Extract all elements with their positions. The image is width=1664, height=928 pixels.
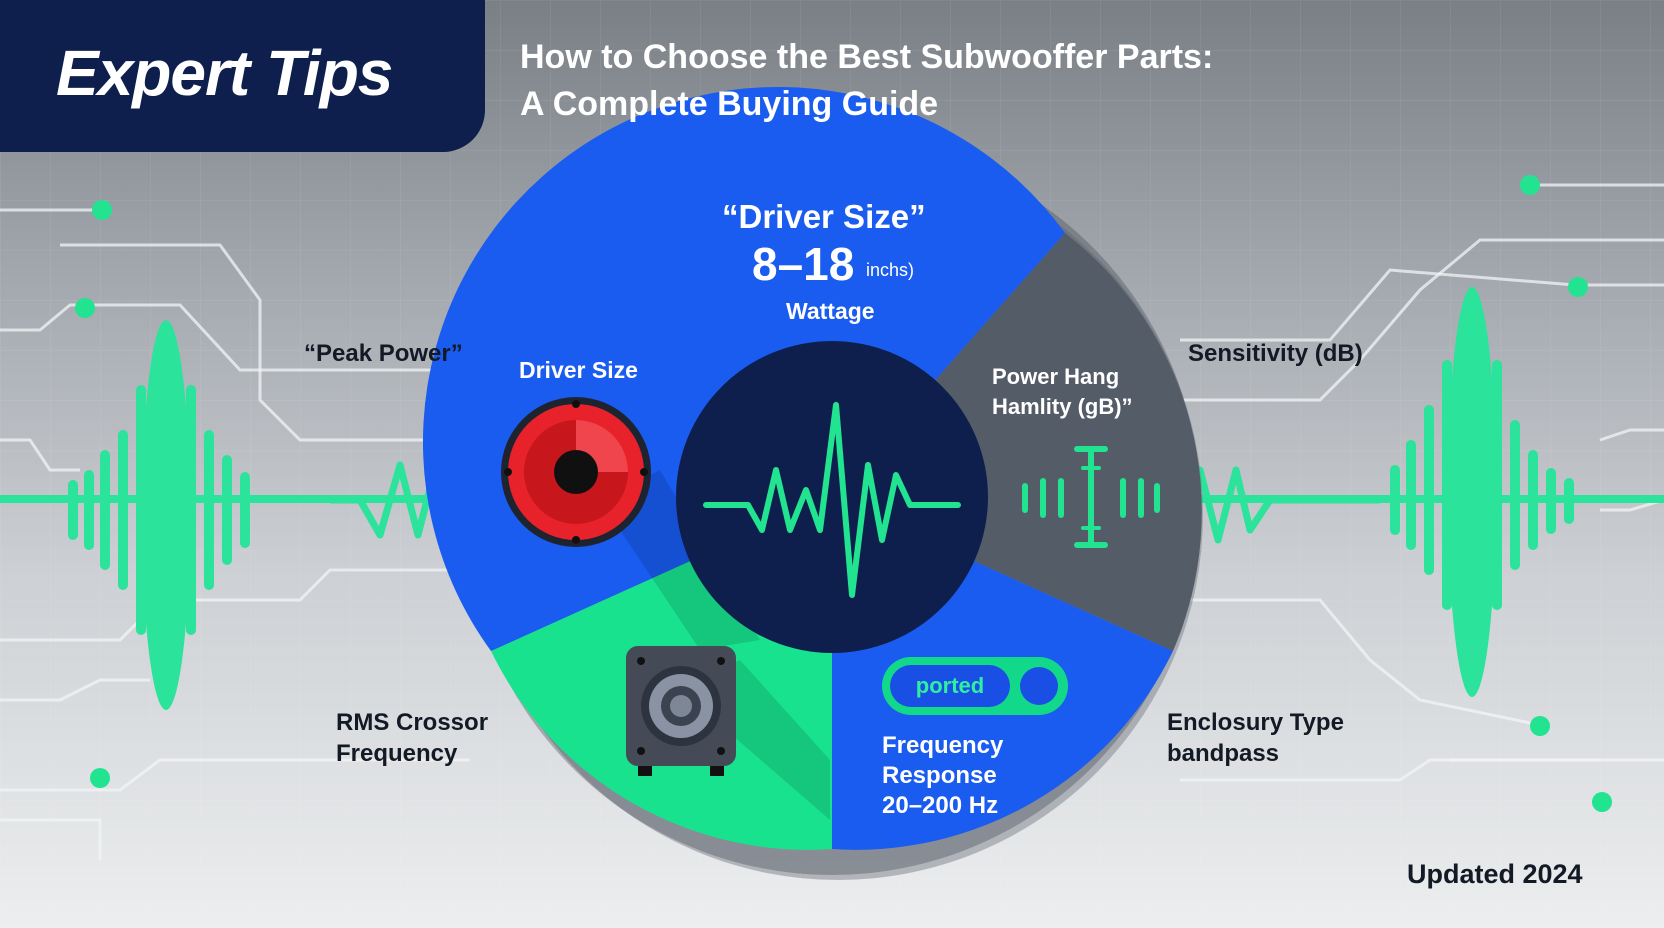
gray-segment [832, 233, 1202, 651]
circuit-traces-left [0, 208, 470, 860]
expert-tips-badge: Expert Tips [0, 0, 485, 152]
frequency-line-3: 20–200 Hz [882, 792, 999, 819]
updated-label: Updated 2024 [1407, 859, 1583, 889]
center-disc [676, 341, 988, 653]
driver-size-label: Driver Size [519, 357, 638, 383]
enclosure-type-line-1: Enclosury Type [1167, 709, 1344, 736]
driver-size-unit: inchs) [866, 260, 915, 280]
toggle-knob [1020, 667, 1058, 705]
toggle-switch-icon: ported [882, 657, 1068, 715]
enclosure-type-line-2: bandpass [1167, 740, 1280, 767]
driver-size-range: 8–18 [752, 238, 855, 290]
waveform-icon [703, 402, 961, 598]
rms-crossover-line-1: RMS Crossor [336, 709, 489, 736]
frequency-line-2: Response [882, 762, 997, 789]
left-waveform [0, 320, 474, 710]
meter-bars-icon [1022, 446, 1160, 548]
subwoofer-box-icon [626, 646, 736, 776]
peak-power-label: “Peak Power” [304, 340, 463, 367]
power-handling-line-1: Power Hang [992, 364, 1120, 389]
right-waveform [1177, 287, 1664, 697]
circuit-nodes [75, 175, 1612, 812]
title-line-1: How to Choose the Best Subwooffer Parts: [520, 38, 1214, 76]
expert-tips-text: Expert Tips [56, 37, 393, 109]
frequency-line-1: Frequency [882, 732, 1004, 759]
speaker-driver-icon [501, 397, 651, 547]
title-line-2: A Complete Buying Guide [520, 85, 939, 123]
ported-label: ported [890, 665, 1010, 707]
rms-crossover-line-2: Frequency [336, 740, 458, 767]
driver-size-quote: “Driver Size” [722, 198, 926, 235]
wattage-caption: Wattage [786, 298, 875, 324]
power-handling-line-2: Hamlity (gB)” [992, 394, 1133, 419]
circuit-traces-right [1180, 183, 1664, 782]
sensitivity-label: Sensitivity (dB) [1188, 340, 1363, 367]
